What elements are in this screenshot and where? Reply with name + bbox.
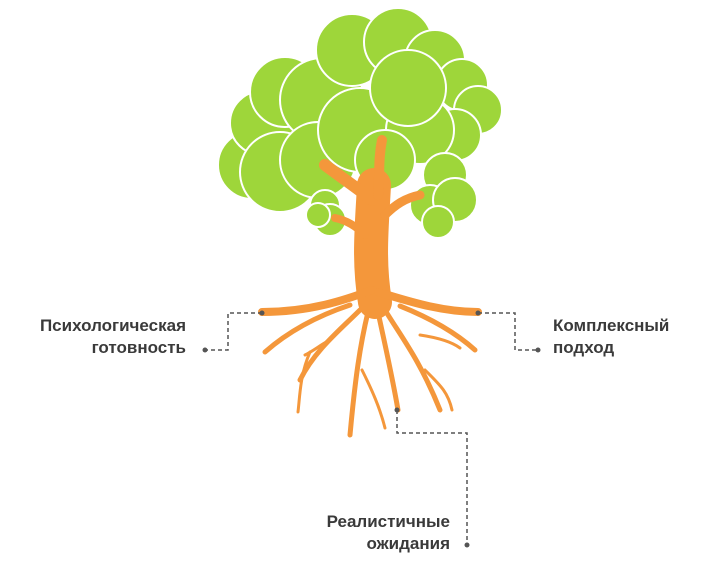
connector-right <box>475 310 541 353</box>
label-left-line1: Психологическая <box>39 316 186 335</box>
label-left-line2: готовность <box>91 338 186 357</box>
tree-trunk <box>258 135 482 438</box>
label-right-line2: подход <box>553 338 615 357</box>
connector-bottom <box>394 407 470 548</box>
label-right-line1: Комплексный <box>553 316 670 335</box>
label-realistic-expectations: Реалистичные ожидания <box>327 511 450 555</box>
tree-foliage <box>217 7 503 239</box>
label-comprehensive-approach: Комплексный подход <box>553 315 669 359</box>
label-psychological-readiness: Психологическая готовность <box>40 315 186 359</box>
label-bottom-line2: ожидания <box>366 534 450 553</box>
label-bottom-line1: Реалистичные <box>326 512 450 531</box>
connector-left <box>202 310 265 353</box>
